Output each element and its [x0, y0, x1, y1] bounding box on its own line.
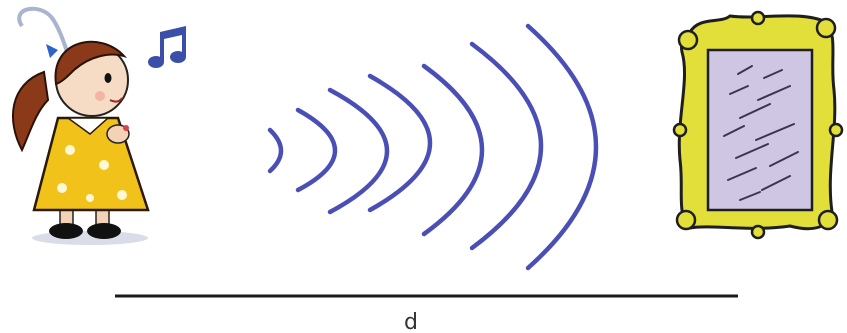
ponytail [11, 70, 50, 153]
mouth [109, 97, 123, 103]
microphone-tip [123, 125, 129, 131]
cheek [95, 91, 105, 101]
hair-bow [46, 44, 58, 58]
sound-wave-6 [469, 41, 544, 251]
girl-singing-illustration [11, 6, 150, 245]
sound-wave-2 [295, 107, 338, 193]
framed-mirror-illustration [672, 10, 844, 240]
right-shoe [87, 223, 121, 239]
left-shoe [49, 223, 83, 239]
mirror-glass [706, 48, 814, 212]
eye [104, 73, 112, 83]
hair [54, 40, 128, 86]
sound-wave-1 [267, 127, 284, 174]
distance-label: d [404, 310, 418, 333]
frame-ornaments [672, 10, 844, 240]
sound-waves [267, 23, 599, 271]
music-note-icon [148, 26, 186, 68]
sound-wave-5 [421, 63, 485, 237]
collar [65, 117, 110, 135]
mirror-reflection-streaks [723, 65, 799, 201]
sound-wave-4 [367, 73, 433, 213]
sound-wave-3 [327, 87, 389, 215]
dress-pattern [57, 145, 127, 202]
sound-wave-7 [525, 23, 599, 271]
